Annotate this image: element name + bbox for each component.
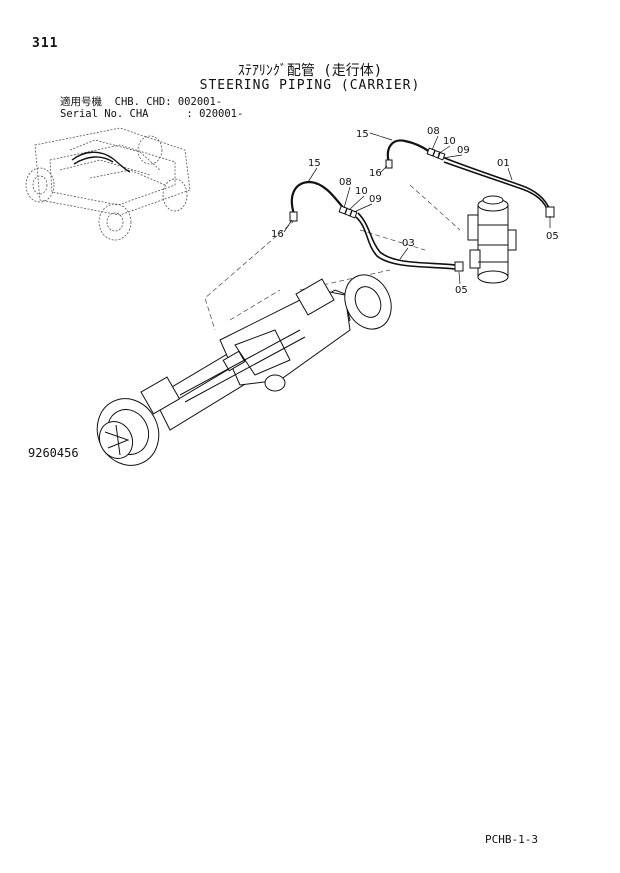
callout-09-upper: 09 — [457, 145, 470, 156]
center-joint — [467, 195, 517, 284]
title-japanese: ｽﾃｱﾘﾝｸﾞ配管 (走行体) — [237, 63, 383, 79]
drawing-number: 9260456 — [28, 446, 79, 460]
callout-09-lower: 09 — [369, 194, 382, 205]
callout-10-lower: 10 — [355, 186, 368, 197]
callout-leaders — [283, 132, 551, 285]
title-english: STEERING PIPING (CARRIER) — [199, 78, 421, 93]
callout-10-upper: 10 — [443, 136, 456, 147]
hose-15-upper — [386, 139, 431, 164]
serial-applicability-row: 適用号機 CHB. CHD: 002001- — [60, 96, 223, 108]
callout-labels: 01 03 05 05 08 08 09 09 10 10 15 15 16 1… — [271, 126, 559, 296]
callout-15-lower: 15 — [308, 158, 321, 169]
callout-05-upper: 05 — [546, 231, 559, 242]
page-number: 311 — [32, 36, 59, 51]
callout-03: 03 — [402, 238, 415, 249]
axle-assembly — [96, 274, 392, 466]
callout-16-lower: 16 — [271, 229, 284, 240]
pipe-03 — [355, 212, 456, 270]
machine-locator-thumbnail — [25, 127, 191, 241]
fitting-group-upper — [426, 147, 446, 161]
serial-number-row: Serial No. CHA : 020001- — [60, 108, 244, 120]
locator-highlight-pipe — [71, 151, 131, 173]
elbow-fittings — [289, 159, 555, 272]
hose-15-lower — [290, 180, 346, 215]
footer-code: PCHB-1-3 — [485, 833, 538, 846]
callout-05-lower: 05 — [455, 285, 468, 296]
pipe-01 — [441, 156, 551, 213]
fitting-group-lower — [338, 205, 358, 219]
callout-01: 01 — [497, 158, 510, 169]
callout-08-upper: 08 — [427, 126, 440, 137]
callout-15-upper: 15 — [356, 129, 369, 140]
callout-08-lower: 08 — [339, 177, 352, 188]
callout-16-upper: 16 — [369, 168, 382, 179]
